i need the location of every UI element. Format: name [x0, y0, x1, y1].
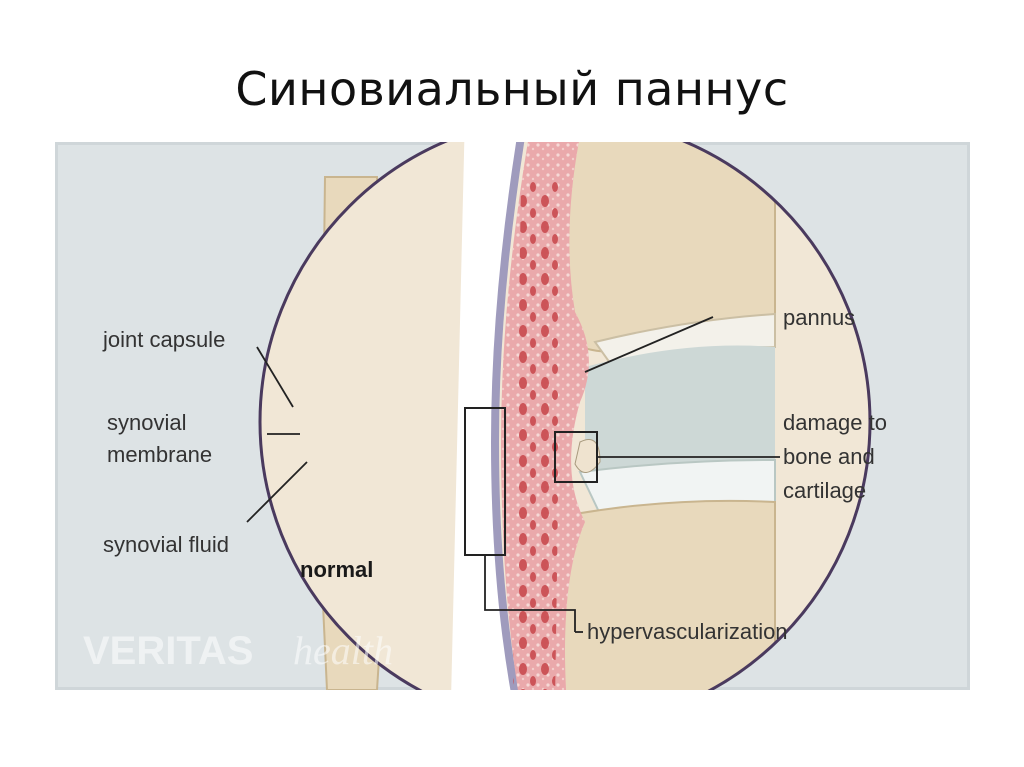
- magnified-circle-border: [258, 142, 872, 690]
- label-synovial-fluid: synovial fluid: [103, 532, 229, 557]
- label-damage-3: cartilage: [783, 478, 866, 503]
- label-hypervascularization: hypervascularization: [587, 619, 788, 644]
- label-damage-1: damage to: [783, 410, 887, 435]
- label-damage-2: bone and: [783, 444, 875, 469]
- slide-title: Синовиальный паннус: [235, 62, 789, 116]
- joint-space-fluid: [585, 345, 775, 472]
- leader-lines: [246, 316, 780, 633]
- label-normal: normal: [300, 557, 373, 582]
- lower-bone: [533, 499, 776, 690]
- label-joint-capsule: joint capsule: [102, 327, 225, 352]
- label-pannus: pannus: [783, 305, 855, 330]
- watermark-suffix: health: [293, 628, 393, 673]
- magnified-view: [258, 142, 872, 690]
- label-synovial-membrane-1: synovial: [107, 410, 186, 435]
- magnified-capsule: [450, 142, 525, 690]
- watermark-brand: VERITAS: [83, 629, 253, 673]
- knee-joint-illustration: RA: [55, 142, 970, 690]
- label-synovial-membrane-2: membrane: [107, 442, 212, 467]
